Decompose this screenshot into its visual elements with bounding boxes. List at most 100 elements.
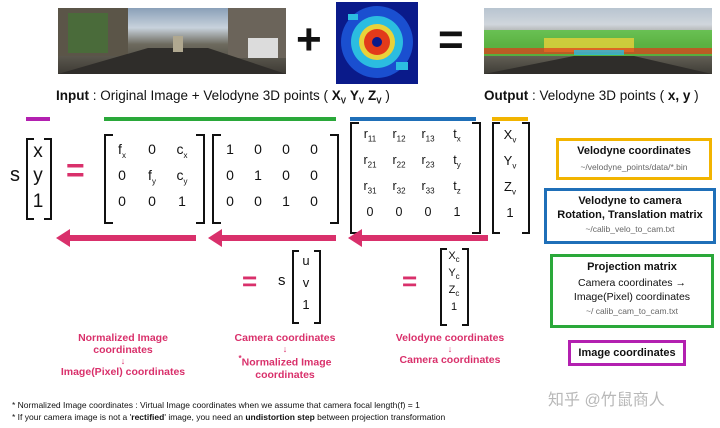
- intrinsic-cell: 0: [148, 193, 156, 209]
- uv-cell: u: [302, 253, 310, 268]
- camera-cell: Xc: [448, 250, 460, 265]
- projection-cell: 0: [310, 193, 318, 209]
- extrinsic-cell: 1: [453, 205, 461, 219]
- extrinsic-cell: 0: [424, 205, 432, 219]
- label-cam-b-row: *Normalized Image: [220, 354, 350, 369]
- arrow-2: [208, 229, 336, 247]
- intrinsic-cell: cy: [176, 167, 188, 186]
- uv-bracket-left: [292, 250, 299, 324]
- legend-proj-title: Projection matrix: [587, 261, 677, 273]
- footnote-2: * If your camera image is not a 'rectifi…: [12, 412, 445, 422]
- arrow-1: [56, 229, 196, 247]
- lhs-x: x: [33, 141, 43, 162]
- arrow-3: [348, 229, 488, 247]
- extrinsic-bracket-right: [472, 122, 481, 234]
- lhs-y: y: [33, 165, 43, 186]
- cam-bracket-right: [462, 248, 469, 326]
- extrinsic-cell: 0: [395, 205, 403, 219]
- bar-extrinsic: [350, 117, 476, 121]
- projection-cell: 1: [254, 167, 262, 183]
- input-text: : Original Image + Velodyne 3D points (: [89, 88, 329, 103]
- intrinsic-cell: 0: [118, 167, 126, 183]
- legend-velo-cam-title1: Velodyne to camera: [578, 195, 682, 207]
- extrinsic-cell: ty: [453, 153, 461, 170]
- extrinsic-cell: r31: [363, 179, 377, 196]
- extrinsic-cell: 0: [366, 205, 374, 219]
- input-label: Input: [56, 88, 89, 103]
- extrinsic-cell: r23: [421, 153, 435, 170]
- main-equals: =: [66, 152, 85, 188]
- input-caption: Input : Original Image + Velodyne 3D poi…: [56, 88, 390, 106]
- legend-velo-to-cam: Velodyne to camera Rotation, Translation…: [544, 188, 716, 244]
- velodyne-pointcloud-image: [336, 2, 418, 84]
- footnote-1: * Normalized Image coordinates : Virtual…: [12, 400, 420, 410]
- label-norm-a: Normalized Image: [78, 332, 168, 344]
- down-arrow-icon: ↓: [447, 344, 453, 354]
- velodyne-bracket-right: [522, 122, 530, 234]
- legend-image: Image coordinates: [568, 340, 686, 366]
- intrinsic-cell: cx: [176, 141, 188, 160]
- legend-image-title: Image coordinates: [578, 347, 676, 359]
- legend-velo-cam-title2: Rotation, Translation matrix: [557, 209, 703, 221]
- intrinsic-bracket-left: [104, 134, 113, 224]
- cam-bracket-left: [440, 248, 447, 326]
- extrinsic-cell: r32: [392, 179, 406, 196]
- projection-cell: 0: [282, 141, 290, 157]
- yv-symbol: YV: [349, 88, 365, 106]
- extrinsic-bracket-left: [350, 122, 359, 234]
- label-velo-b: Camera coordinates: [399, 354, 501, 366]
- projection-cell: 0: [254, 193, 262, 209]
- label-velodyne-to-camera: Velodyne coordinates ↓ Camera coordinate…: [380, 332, 520, 366]
- label-norm-c: Image(Pixel) coordinates: [60, 366, 186, 378]
- extrinsic-cell: tx: [453, 127, 461, 144]
- footnote-2-rectified: rectified: [131, 412, 165, 422]
- extrinsic-cell: tz: [453, 179, 461, 196]
- intrinsic-cell: fx: [118, 141, 126, 160]
- velodyne-cell: 1: [506, 205, 514, 220]
- intrinsic-cell: 1: [178, 193, 186, 209]
- down-arrow-icon: ↓: [282, 344, 288, 354]
- label-cam-b: Normalized Image: [241, 356, 332, 369]
- extrinsic-cell: r22: [392, 153, 406, 170]
- output-text: : Velodyne 3D points (: [528, 88, 665, 103]
- velodyne-cell: Yv: [503, 153, 517, 171]
- scale-s: s: [10, 164, 20, 186]
- extrinsic-cell: r33: [421, 179, 435, 196]
- input-close: ): [381, 88, 390, 103]
- intrinsic-cell: 0: [118, 193, 126, 209]
- flow-arrows: [56, 229, 488, 247]
- projection-cell: 0: [282, 167, 290, 183]
- velodyne-cell: Xv: [503, 127, 517, 145]
- footnote-2-b: ' image, you need an: [164, 412, 246, 422]
- label-normalized-to-pixel: Normalized Image coordinates ↓ Image(Pix…: [48, 332, 198, 378]
- asterisk: *: [238, 354, 242, 363]
- lhs-bracket-left: [26, 138, 34, 220]
- intrinsic-cell: 0: [148, 141, 156, 157]
- extrinsic-cell: r11: [363, 127, 377, 144]
- mid-s: s: [278, 272, 286, 289]
- original-street-image: [58, 8, 286, 74]
- velodyne-cell: Zv: [504, 179, 516, 197]
- legend-velodyne: Velodyne coordinates ~/velodyne_points/d…: [556, 138, 712, 180]
- legend-proj-line2: Image(Pixel) coordinates: [573, 291, 691, 303]
- label-cam-a: Camera coordinates: [234, 332, 336, 344]
- bar-velodyne: [492, 117, 528, 121]
- lhs-bracket-right: [44, 138, 52, 220]
- bar-image-coords: [26, 117, 50, 121]
- legend-proj-line1: Camera coordinates →: [578, 277, 686, 289]
- footnote-2-undistortion: undistortion step: [245, 412, 315, 422]
- footnote-2-a: * If your camera image is not a ': [12, 412, 132, 422]
- intrinsic-cell: fy: [148, 167, 156, 186]
- extrinsic-cell: r12: [392, 127, 406, 144]
- equals-sign: =: [438, 15, 464, 64]
- label-velo-a: Velodyne coordinates: [395, 332, 505, 344]
- output-xy: x, y: [664, 88, 695, 103]
- projection-cell: 0: [254, 141, 262, 157]
- extrinsic-cell: r21: [363, 153, 377, 170]
- projection-cell: 1: [226, 141, 234, 157]
- footnote-2-c: between projection transformation: [314, 412, 446, 422]
- projection-cell: 1: [282, 193, 290, 209]
- label-cam-c: coordinates: [255, 368, 315, 381]
- legend-proj-path: ~/ calib_cam_to_cam.txt: [586, 306, 678, 316]
- output-caption: Output : Velodyne 3D points ( x, y ): [484, 88, 699, 103]
